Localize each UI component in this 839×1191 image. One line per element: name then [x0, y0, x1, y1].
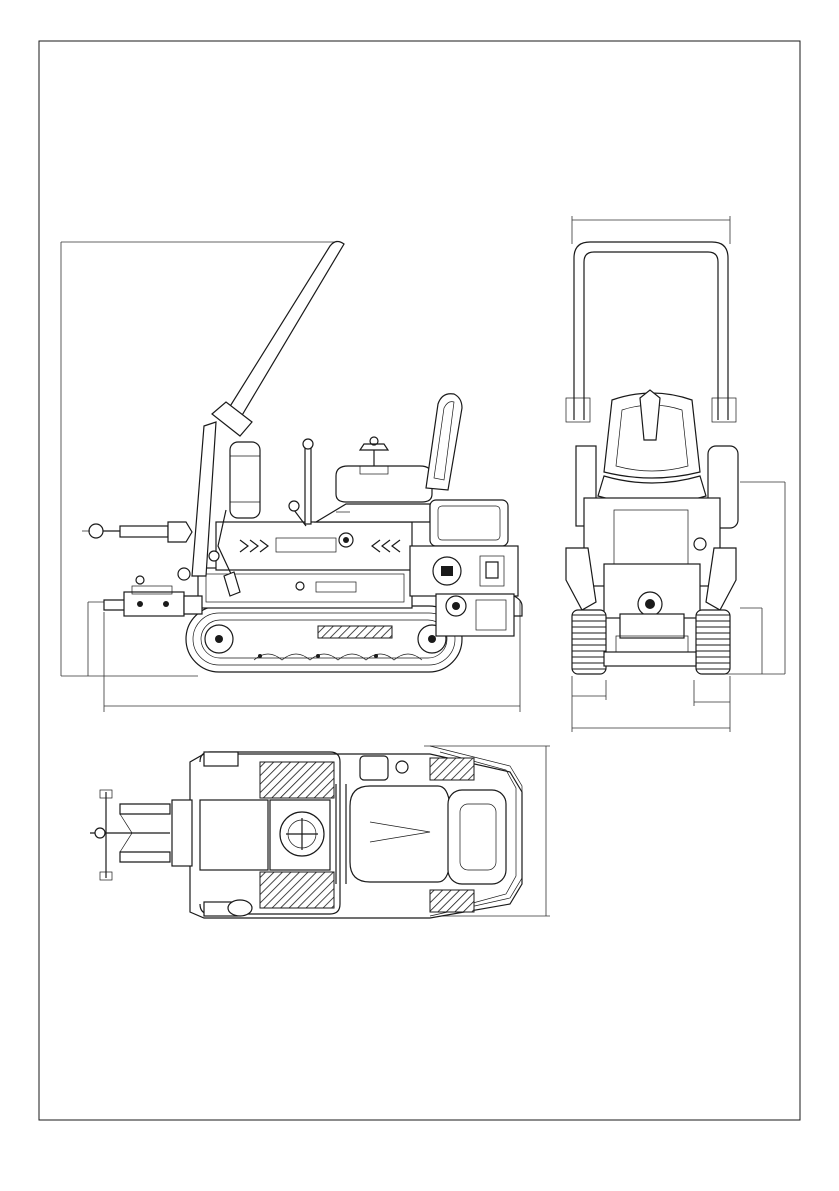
rear-view [566, 216, 785, 732]
top-seat [350, 786, 506, 884]
top-hitch [90, 790, 192, 880]
lower-hitch [104, 576, 202, 616]
rear-seat [598, 390, 706, 504]
control-levers [289, 439, 313, 526]
top-link [82, 522, 192, 542]
crawler-track [186, 606, 462, 672]
top-view [90, 746, 550, 918]
side-view [61, 241, 522, 712]
operator-seat [336, 394, 462, 502]
